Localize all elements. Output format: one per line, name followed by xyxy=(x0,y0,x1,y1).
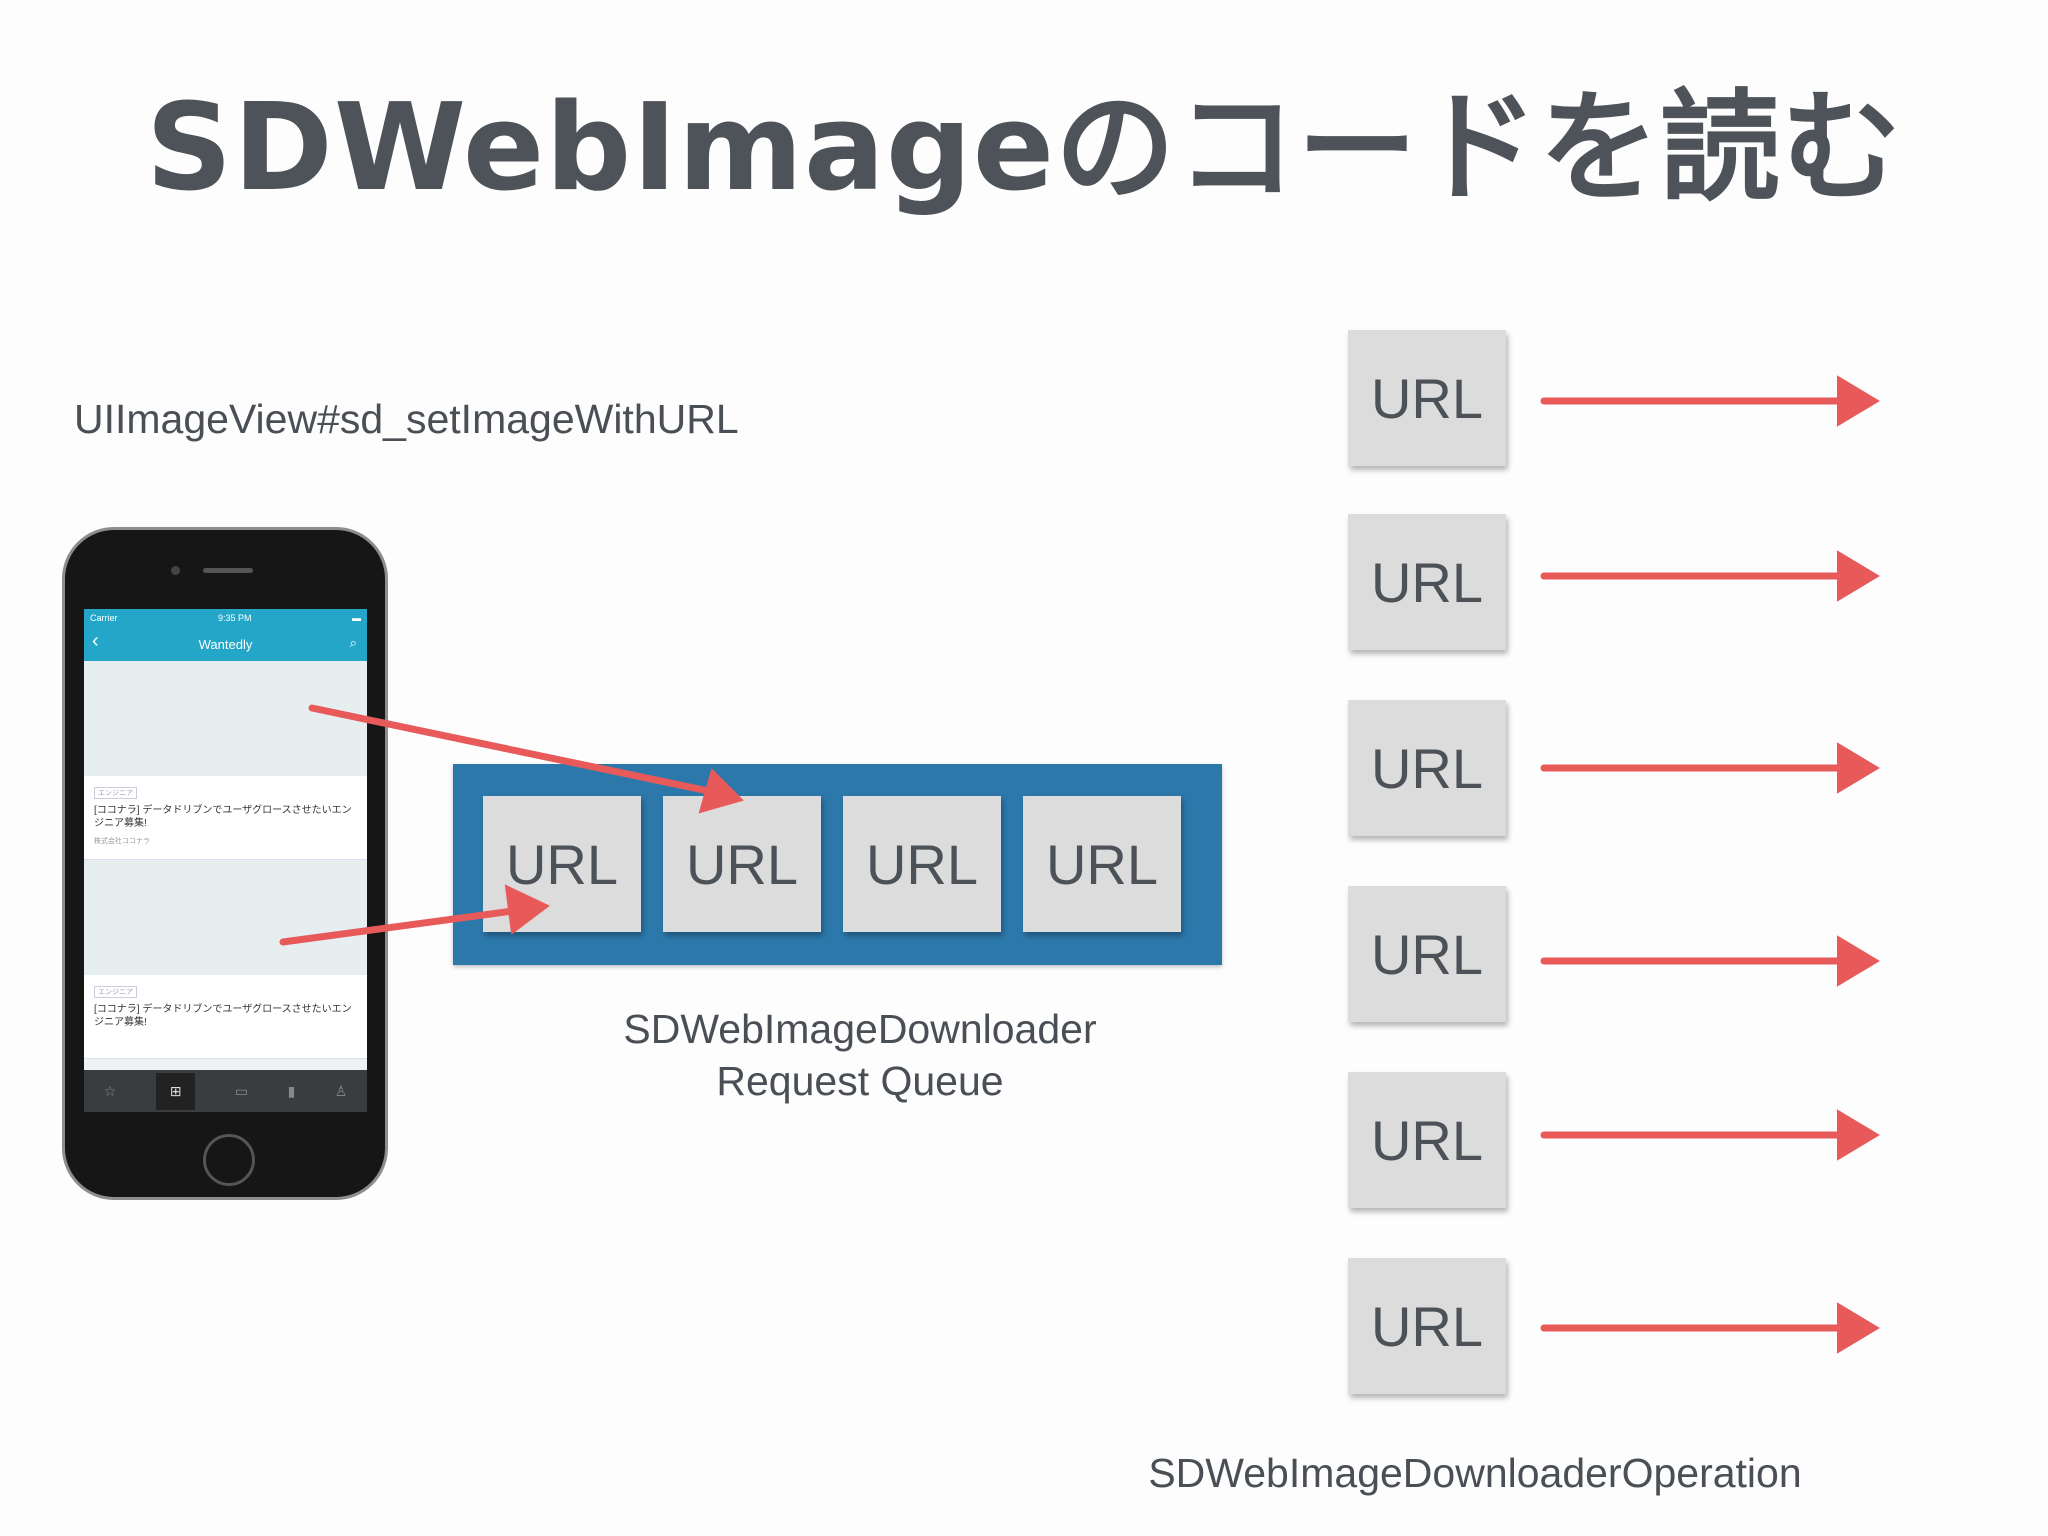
arrow-head xyxy=(1837,550,1880,602)
arrow-head xyxy=(698,768,744,814)
arrow-head xyxy=(1837,742,1880,794)
battery-icon: ▬ xyxy=(351,613,361,623)
search-icon[interactable]: ⌕ xyxy=(349,635,357,650)
job-card-2[interactable]: エンジニア [ココナラ] データドリブンでユーザグロースさせたいエンジニア募集! xyxy=(84,975,367,1059)
tab-bar: ☆ ⊞ ▭ ▮ ♙ xyxy=(84,1070,367,1112)
queue-url-box: URL xyxy=(1023,796,1181,932)
queue-url-box: URL xyxy=(663,796,821,932)
tab-profile-icon[interactable]: ♙ xyxy=(334,1082,348,1099)
app-title: Wantedly xyxy=(198,636,253,652)
operation-url-box: URL xyxy=(1348,1072,1506,1208)
operation-url-box: URL xyxy=(1348,886,1506,1022)
phone-mockup: Carrier 9:35 PM ▬ ‹ Wantedly ⌕ エンジニア [ココ… xyxy=(62,527,388,1200)
queue-caption-line1: SDWebImageDownloader xyxy=(623,1006,1097,1052)
arrow-head xyxy=(1837,375,1880,427)
card-tag: エンジニア xyxy=(94,787,137,799)
queue-caption: SDWebImageDownloader Request Queue xyxy=(540,1003,1180,1107)
speaker-grill xyxy=(203,568,253,573)
phone-screen: Carrier 9:35 PM ▬ ‹ Wantedly ⌕ エンジニア [ココ… xyxy=(84,609,367,1112)
operation-url-box: URL xyxy=(1348,514,1506,650)
tab-messages-icon[interactable]: ▭ xyxy=(234,1082,249,1099)
card-job-title: [ココナラ] データドリブンでユーザグロースさせたいエンジニア募集! xyxy=(94,805,352,829)
operation-caption: SDWebImageDownloaderOperation xyxy=(1148,1450,1802,1496)
status-bar: Carrier 9:35 PM ▬ xyxy=(84,609,367,627)
arrow-phone-to-queue-2 xyxy=(279,906,524,946)
carrier-label: Carrier xyxy=(90,613,118,623)
tab-favorites-icon[interactable]: ☆ xyxy=(103,1082,117,1099)
arrow-head xyxy=(1837,1302,1880,1354)
operation-url-box: URL xyxy=(1348,1258,1506,1394)
tab-stats-icon[interactable]: ▮ xyxy=(287,1082,296,1099)
home-button xyxy=(203,1134,255,1186)
page-title: SDWebImageのコードを読む xyxy=(145,79,1903,218)
operation-url-box: URL xyxy=(1348,330,1506,466)
app-nav-bar: ‹ Wantedly ⌕ xyxy=(84,627,367,661)
job-card-1[interactable]: エンジニア [ココナラ] データドリブンでユーザグロースさせたいエンジニア募集!… xyxy=(84,776,367,860)
arrow-head xyxy=(1837,935,1880,987)
camera-icon xyxy=(171,566,180,575)
arrow-head xyxy=(504,884,550,935)
operation-url-box: URL xyxy=(1348,700,1506,836)
queue-url-box: URL xyxy=(843,796,1001,932)
card-job-title: [ココナラ] データドリブンでユーザグロースさせたいエンジニア募集! xyxy=(94,1004,352,1028)
time-label: 9:35 PM xyxy=(217,613,252,623)
card-tag: エンジニア xyxy=(94,986,137,998)
card-image-1 xyxy=(84,661,367,776)
uiimageview-caption: UIImageView#sd_setImageWithURL xyxy=(74,396,739,442)
card-company: 株式会社ココナラ xyxy=(94,838,150,845)
arrow-head xyxy=(1837,1109,1880,1161)
card-image-2 xyxy=(84,860,367,975)
arrow-phone-to-queue-1 xyxy=(308,704,722,797)
tab-jobs-icon[interactable]: ⊞ xyxy=(155,1072,196,1110)
queue-caption-line2: Request Queue xyxy=(716,1058,1004,1104)
back-chevron-icon[interactable]: ‹ xyxy=(92,630,99,652)
